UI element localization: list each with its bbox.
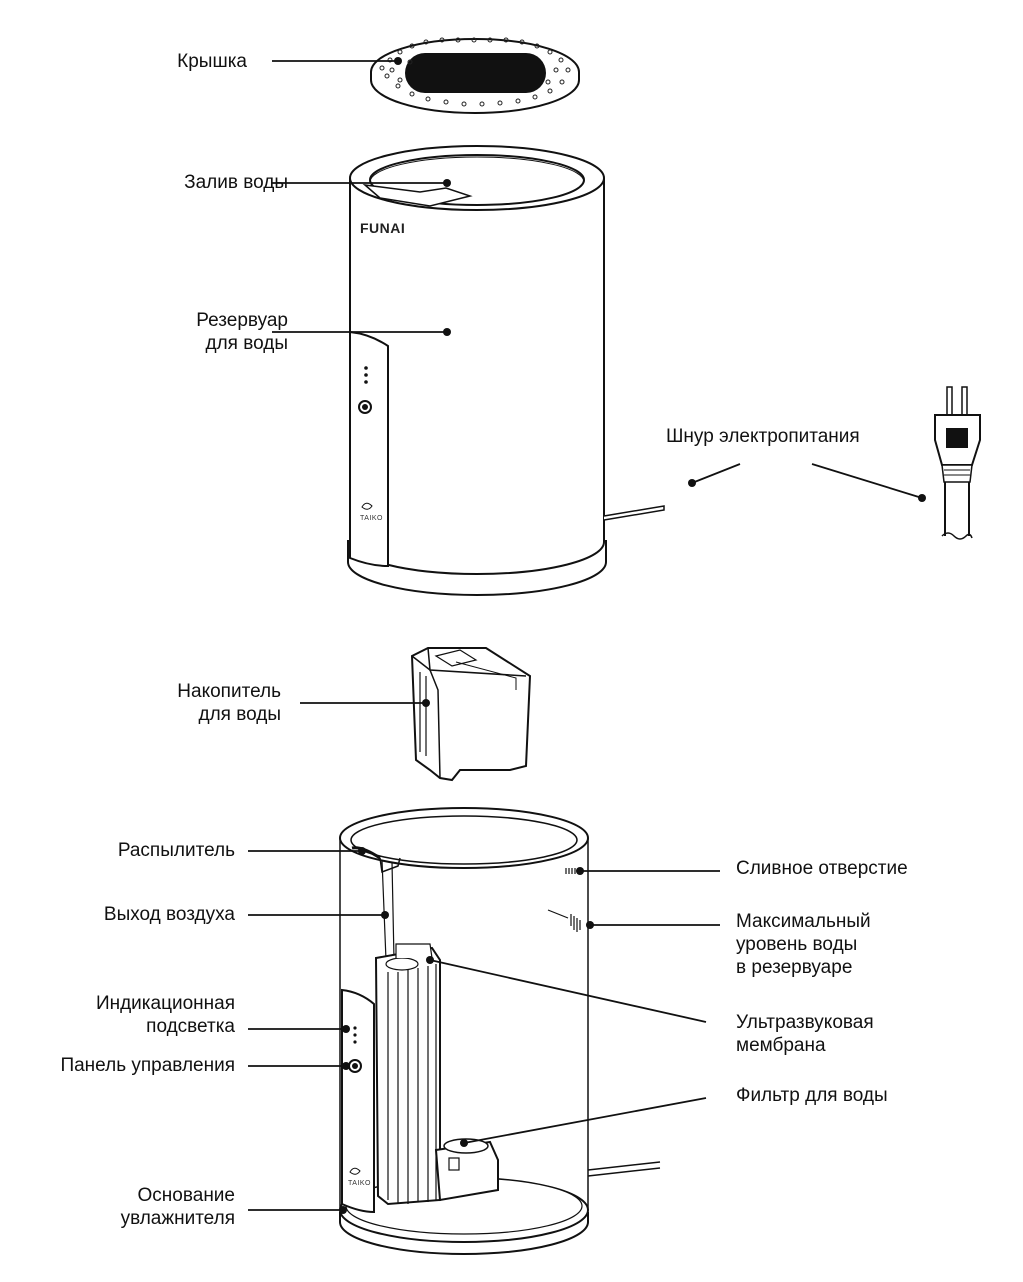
label-water-fill: Залив воды [184, 172, 288, 193]
label-membrane: Ультразвуковая мембрана [736, 1012, 874, 1056]
label-indicator: Индикационная подсветка [95, 993, 235, 1037]
taiko-logo-bottom: TAIKO [348, 1180, 371, 1187]
label-atomizer: Распылитель [117, 840, 235, 861]
label-max-level: Максимальный уровень воды в резервуаре [736, 911, 871, 978]
label-reservoir: Резервуар для воды [196, 310, 288, 354]
label-accumulator: Накопитель для воды [177, 681, 281, 725]
label-power-cord: Шнур электропитания [666, 426, 860, 447]
label-drain: Сливное отверстие [736, 858, 908, 879]
leader-lines [248, 60, 923, 1211]
plug-drawing [934, 386, 981, 540]
label-control-panel: Панель управления [60, 1055, 235, 1076]
base-drawing [339, 807, 661, 1255]
label-air-outlet: Выход воздуха [103, 904, 235, 925]
label-filter: Фильтр для воды [736, 1085, 888, 1106]
label-lid: Крышка [177, 51, 247, 72]
accumulator-drawing [410, 647, 532, 782]
taiko-logo: TAIKO [360, 515, 383, 522]
label-base: Основание увлажнителя [120, 1185, 235, 1229]
brand-logo: FUNAI [360, 220, 406, 236]
lid-drawing [370, 37, 580, 114]
leader-dots [339, 57, 926, 1214]
tank-drawing [347, 145, 665, 596]
